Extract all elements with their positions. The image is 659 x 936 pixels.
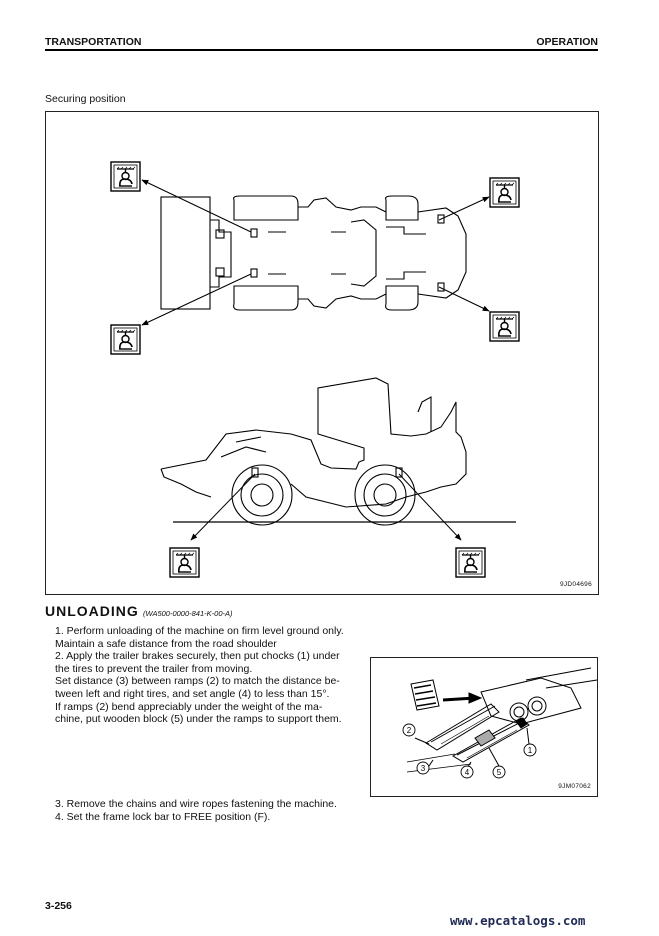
step-line: 2. Apply the trailer brakes securely, th… bbox=[55, 650, 340, 663]
step-line: If ramps (2) bend appreciably under the … bbox=[55, 700, 323, 713]
step-line: 4. Set the frame lock bar to FREE positi… bbox=[55, 810, 271, 823]
callout-chock: 1 bbox=[528, 746, 533, 755]
tie-down-point-icon bbox=[110, 161, 141, 192]
step-line: chine, put wooden block (5) under the ra… bbox=[55, 713, 342, 726]
step-line: Set distance (3) between ramps (2) to ma… bbox=[55, 675, 340, 688]
tie-down-point-icon bbox=[169, 547, 200, 578]
step-line: Maintain a safe distance from the road s… bbox=[55, 637, 277, 650]
step-line: the tires to prevent the trailer from mo… bbox=[55, 662, 253, 675]
source-watermark: www.epcatalogs.com bbox=[450, 913, 586, 928]
figure2-id: 9JM07062 bbox=[558, 783, 591, 790]
callout-distance: 3 bbox=[421, 764, 426, 773]
steps-list-2: 3. Remove the chains and wire ropes fast… bbox=[55, 798, 337, 823]
ramp-loading-drawing: 2 3 4 5 1 bbox=[402, 667, 598, 779]
header-section-title: TRANSPORTATION bbox=[45, 36, 142, 48]
figure1-frame: 9JD04696 bbox=[45, 111, 599, 595]
section-title: UNLOADING bbox=[45, 603, 139, 619]
callout-ramp: 2 bbox=[407, 726, 412, 735]
tie-down-point-icon bbox=[489, 311, 520, 342]
figure1-id: 9JD04696 bbox=[559, 581, 592, 588]
tie-down-point-icon bbox=[489, 177, 520, 208]
header-chapter-title: OPERATION bbox=[536, 36, 598, 48]
step-line: tween left and right tires, and set angl… bbox=[55, 687, 330, 700]
tie-down-point-icon bbox=[110, 324, 141, 355]
callout-wooden-block: 5 bbox=[497, 768, 502, 777]
callout-angle: 4 bbox=[465, 768, 470, 777]
securing-position-drawing bbox=[110, 161, 520, 578]
step-line: 3. Remove the chains and wire ropes fast… bbox=[55, 798, 337, 810]
step-line: 1. Perform unloading of the machine on f… bbox=[55, 625, 344, 637]
header-rule bbox=[45, 49, 598, 51]
page-number: 3-256 bbox=[45, 900, 72, 912]
section-code: (WA500-0000-841-K-00-A) bbox=[143, 609, 233, 618]
figure2-frame: 2 3 4 5 1 9JM07062 bbox=[370, 657, 598, 797]
figure1-caption: Securing position bbox=[45, 93, 126, 105]
steps-list-1: 1. Perform unloading of the machine on f… bbox=[55, 625, 344, 726]
tie-down-point-icon bbox=[455, 547, 486, 578]
